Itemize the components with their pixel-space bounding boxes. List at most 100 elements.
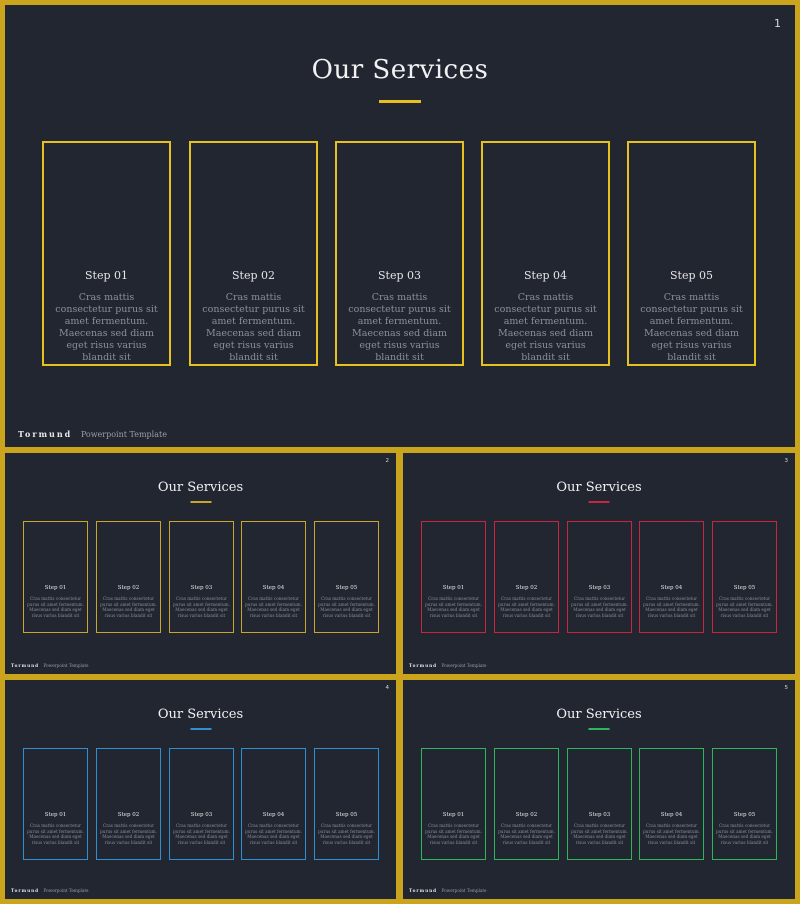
slide-footer: Tormund Powerpoint Template [409,888,487,893]
step-label: Step 04 [660,585,683,591]
step-description: Cras mattis consectetur purus sit amet f… [100,823,157,845]
step-card-5: Step 05 Cras mattis consectetur purus si… [712,748,777,860]
slide-number: 3 [784,458,789,464]
step-label: Step 02 [515,812,538,818]
step-label: Step 01 [44,812,67,818]
slide-number: 5 [784,685,789,691]
slide-3[interactable]: 3 Our Services Step 01 Cras mattis conse… [403,453,795,674]
step-card-3: Step 03 Cras mattis consectetur purus si… [567,748,632,860]
slide-4[interactable]: 4 Our Services Step 01 Cras mattis conse… [5,680,396,899]
step-label: Step 01 [442,585,465,591]
step-label: Step 04 [262,812,285,818]
brand-name: Tormund [11,888,40,893]
slide-title: Our Services [157,707,244,722]
step-label: Step 01 [84,269,128,282]
step-card-1: Step 01 Cras mattis consectetur purus si… [23,521,88,633]
title-underline [190,501,211,503]
step-card-2: Step 02 Cras mattis consectetur purus si… [96,748,161,860]
step-card-1: Step 01 Cras mattis consectetur purus si… [23,748,88,860]
step-description: Cras mattis consectetur purus sit amet f… [716,596,773,618]
brand-name: Tormund [11,663,40,668]
title-underline [190,728,211,730]
step-description: Cras mattis consectetur purus sit amet f… [498,596,555,618]
step-card-2: Step 02 Cras mattis consectetur purus si… [189,141,318,366]
step-label: Step 02 [117,812,140,818]
template-label: Powerpoint Template [43,888,89,893]
step-description: Cras mattis consectetur purus sit amet f… [173,596,230,618]
step-card-5: Step 05 Cras mattis consectetur purus si… [314,748,379,860]
step-card-4: Step 04 Cras mattis consectetur purus si… [639,748,704,860]
step-description: Cras mattis consectetur purus sit amet f… [27,596,84,618]
step-card-3: Step 03 Cras mattis consectetur purus si… [169,748,234,860]
step-label: Step 03 [588,585,611,591]
slide-title: Our Services [157,480,244,495]
step-label: Step 04 [262,585,285,591]
step-label: Step 03 [190,585,213,591]
step-description: Cras mattis consectetur purus sit amet f… [716,823,773,845]
step-card-5: Step 05 Cras mattis consectetur purus si… [712,521,777,633]
brand-name: Tormund [18,429,73,439]
slide-footer: Tormund Powerpoint Template [409,663,487,668]
step-card-5: Step 05 Cras mattis consectetur purus si… [627,141,756,366]
step-card-4: Step 04 Cras mattis consectetur purus si… [241,521,306,633]
step-card-1: Step 01 Cras mattis consectetur purus si… [42,141,171,366]
slide-title: Our Services [311,55,489,85]
brand-name: Tormund [409,888,438,893]
step-description: Cras mattis consectetur purus sit amet f… [100,596,157,618]
step-label: Step 02 [117,585,140,591]
step-label: Step 04 [660,812,683,818]
step-description: Cras mattis consectetur purus sit amet f… [494,292,597,363]
step-label: Step 05 [335,812,358,818]
slide-footer: Tormund Powerpoint Template [18,429,167,439]
brand-name: Tormund [409,663,438,668]
step-description: Cras mattis consectetur purus sit amet f… [425,596,482,618]
slide-number: 4 [385,685,390,691]
step-card-4: Step 04 Cras mattis consectetur purus si… [639,521,704,633]
template-label: Powerpoint Template [441,663,487,668]
slide-number: 1 [774,17,781,30]
step-label: Step 03 [190,812,213,818]
step-description: Cras mattis consectetur purus sit amet f… [245,596,302,618]
step-card-2: Step 02 Cras mattis consectetur purus si… [494,521,559,633]
step-label: Step 03 [377,269,421,282]
step-label: Step 02 [231,269,275,282]
step-label: Step 01 [44,585,67,591]
step-description: Cras mattis consectetur purus sit amet f… [425,823,482,845]
step-card-2: Step 02 Cras mattis consectetur purus si… [494,748,559,860]
step-card-1: Step 01 Cras mattis consectetur purus si… [421,521,486,633]
step-description: Cras mattis consectetur purus sit amet f… [245,823,302,845]
step-description: Cras mattis consectetur purus sit amet f… [643,596,700,618]
slide-number: 2 [385,458,390,464]
step-card-4: Step 04 Cras mattis consectetur purus si… [481,141,610,366]
step-label: Step 02 [515,585,538,591]
step-description: Cras mattis consectetur purus sit amet f… [498,823,555,845]
step-label: Step 04 [523,269,567,282]
step-description: Cras mattis consectetur purus sit amet f… [173,823,230,845]
step-card-1: Step 01 Cras mattis consectetur purus si… [421,748,486,860]
step-description: Cras mattis consectetur purus sit amet f… [640,292,743,363]
step-card-3: Step 03 Cras mattis consectetur purus si… [169,521,234,633]
template-label: Powerpoint Template [43,663,89,668]
title-underline [588,501,610,503]
step-description: Cras mattis consectetur purus sit amet f… [643,823,700,845]
step-card-5: Step 05 Cras mattis consectetur purus si… [314,521,379,633]
slide-footer: Tormund Powerpoint Template [11,663,89,668]
slide-title: Our Services [556,707,642,722]
step-description: Cras mattis consectetur purus sit amet f… [318,823,375,845]
step-card-3: Step 03 Cras mattis consectetur purus si… [335,141,464,366]
step-description: Cras mattis consectetur purus sit amet f… [202,292,305,363]
slide-1[interactable]: 1 Our Services Step 01 Cras mattis conse… [5,5,795,447]
step-description: Cras mattis consectetur purus sit amet f… [571,596,628,618]
step-description: Cras mattis consectetur purus sit amet f… [571,823,628,845]
step-description: Cras mattis consectetur purus sit amet f… [318,596,375,618]
slide-footer: Tormund Powerpoint Template [11,888,89,893]
template-label: Powerpoint Template [441,888,487,893]
step-description: Cras mattis consectetur purus sit amet f… [348,292,451,363]
slide-2[interactable]: 2 Our Services Step 01 Cras mattis conse… [5,453,396,674]
slide-5[interactable]: 5 Our Services Step 01 Cras mattis conse… [403,680,795,899]
step-label: Step 03 [588,812,611,818]
step-label: Step 05 [335,585,358,591]
step-description: Cras mattis consectetur purus sit amet f… [27,823,84,845]
step-label: Step 05 [733,812,756,818]
step-card-2: Step 02 Cras mattis consectetur purus si… [96,521,161,633]
